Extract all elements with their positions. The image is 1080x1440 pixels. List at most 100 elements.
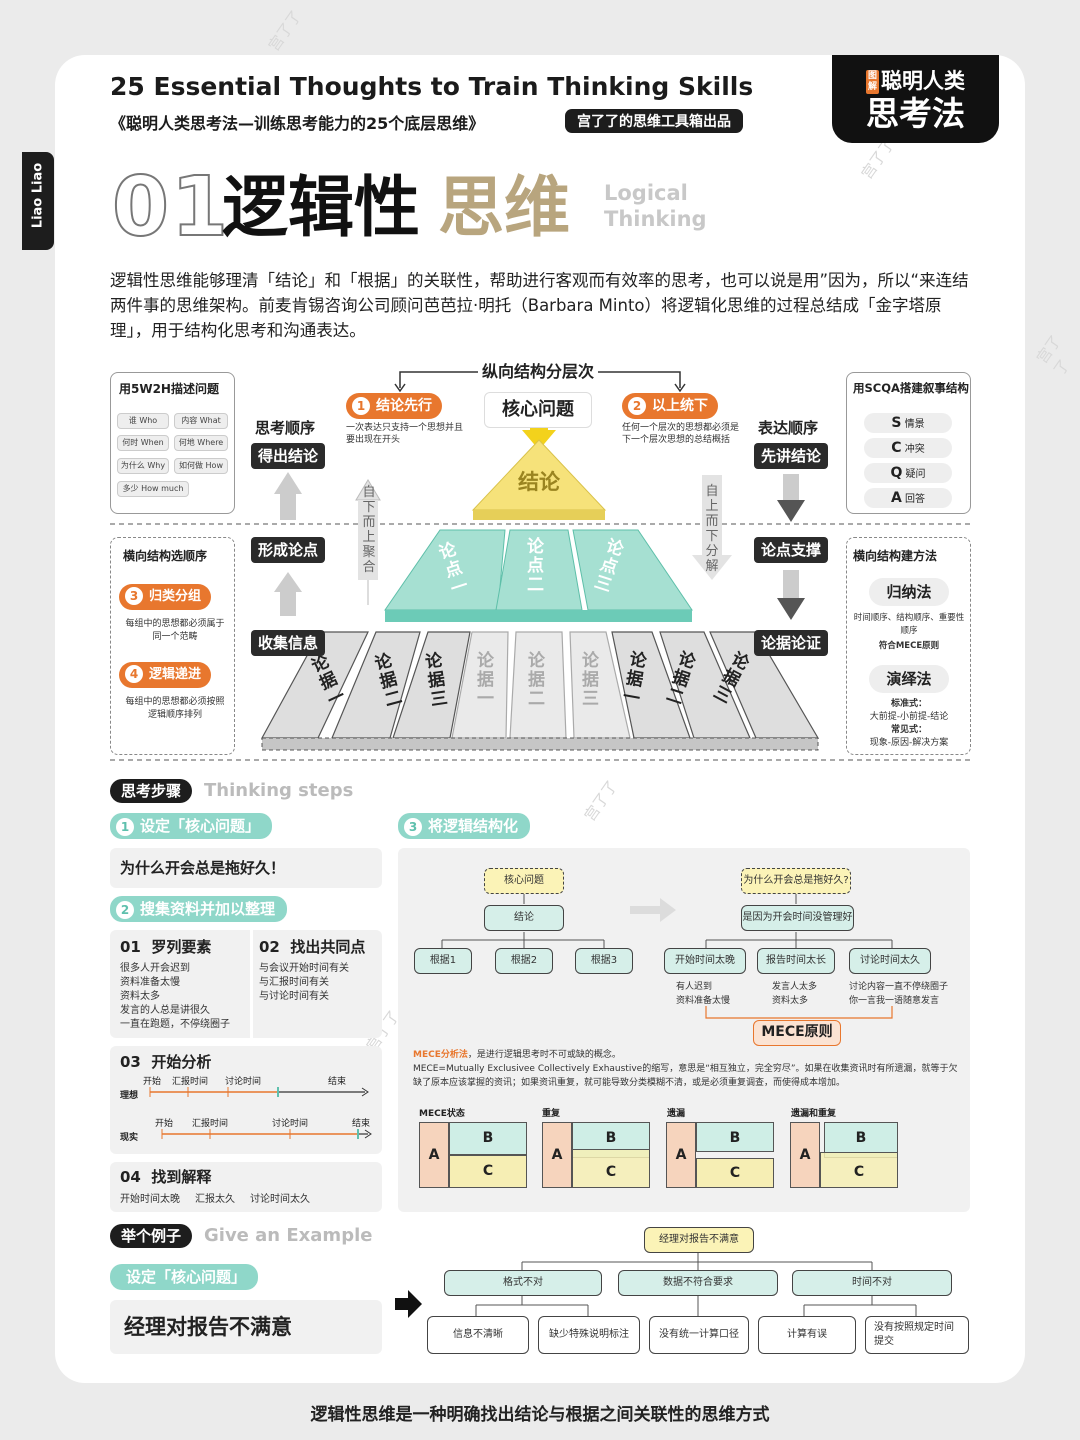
step3-label: 将逻辑结构化 [428,817,519,835]
box-5w2h: 用5W2H描述问题 谁 Who 内容 What 何时 When 何地 Where… [110,372,235,514]
method-induction: 归纳法 [869,578,949,606]
evidence-label: 论据一 [477,651,494,709]
scqa-a: A 回答 [864,488,952,508]
chip-what: 内容 What [174,413,228,429]
arrow-left-head [394,383,406,393]
scqa-value: 回答 [905,494,926,505]
mece-title: MECE分析法 [413,1050,468,1060]
list-item: 资料太多 [772,996,809,1006]
pyramid-top-base [473,510,605,520]
mece-a: A [790,1122,820,1188]
method2-line: 大前提-小前提-结论 [869,712,949,722]
think-step-3: 收集信息 [251,630,325,656]
card02-number: 02 [259,938,280,956]
tag4-description: 每组中的思想都必须按照逻辑顺序排列 [125,697,225,720]
step2-number: 2 [116,901,134,919]
title-cn: 《聪明人类思考法—训练思考能力的25个底层思维》 [110,114,485,133]
express-step-1: 先讲结论 [754,443,828,469]
express-arrow-head-2 [777,598,805,620]
think-arrow-shaft-2 [280,590,296,616]
tl-real-discuss: 讨论时间 [272,1119,309,1129]
chip-who: 谁 Who [117,413,169,429]
core-question-box: 核心问题 [484,392,592,428]
top-down-label: 自上而下分解 [705,484,719,574]
step-card-04: 04 找到解释 开始时间太晚 汇报太久 讨论时间太久 [110,1162,382,1212]
example-leaf-node: 缺少特殊说明标注 [538,1316,640,1354]
chip-why: 为什么 Why [117,458,169,474]
mece-b: B [449,1122,527,1155]
scqa-key: S [891,415,902,431]
mece-c: C [572,1149,650,1188]
mece-explanation: MECE分析法，是进行逻辑思考时不可或缺的概念。 MECE=Mutually E… [413,1048,958,1090]
tl-ideal-discuss: 讨论时间 [225,1077,262,1087]
tag-progression: 4 逻辑递进 [119,662,212,688]
example-leaf-node: 计算有误 [758,1316,856,1354]
timeline-graphic [149,1087,372,1139]
example-label: 举个例子 [110,1224,193,1248]
tl-ideal-start: 开始 [143,1077,162,1087]
tree-sub-3: 讨论内容一直不停绕圈子你一言我一语随意发言 [849,980,948,1008]
top-down-arrow [692,555,732,580]
mece-diagram-gap-overlap: A B C [790,1122,898,1188]
real-label: 现实 [120,1133,139,1143]
tag4-number: 4 [125,665,143,683]
example-core-question: 经理对报告不满意 [110,1300,382,1354]
vertical-structure-title: 纵向结构分层次 [478,358,599,382]
method1-desc2: 符合MECE原则 [878,641,940,651]
list-item: 与汇报时间有关 [259,977,329,988]
list-item: 汇报太久 [195,1194,235,1205]
tl-real-report: 汇报时间 [192,1119,229,1129]
tree-example-root: 讨论时间太久 [849,948,931,974]
step3-pill: 3 将逻辑结构化 [398,813,531,839]
tag2-number: 2 [628,397,646,415]
card03-label: 开始分析 [151,1053,212,1071]
title-tan: 思维 [438,169,570,246]
method2-desc: 标准式： 大前提-小前提-结论 常见式： 现象-原因-解决方案 [853,698,965,750]
list-item: 与会议开始时间有关 [259,963,349,974]
think-step-2: 形成论点 [251,537,325,563]
tag1-number: 1 [352,397,370,415]
method2-line: 标准式： [890,699,927,709]
list-item: 发言人太多 [772,982,818,992]
mece-c: C [696,1158,774,1188]
mece-diagram-state: A B C [419,1122,527,1188]
express-order-label: 表达顺序 [758,419,819,437]
intro-paragraph: 逻辑性思维能够理清「结论」和「根据」的关联性，帮助进行客观而有效率的思考，也可以… [110,271,969,340]
tag1-description: 一次表达只支持一个思想并且要出现在开头 [346,423,464,445]
scqa-value: 情景 [904,419,925,430]
tree-root: 根据3 [575,948,633,974]
mece-label: MECE原则 [753,1020,841,1046]
mece-a: A [666,1122,696,1188]
mece-text1: ，是进行逻辑思考时不可或缺的概念。 [467,1050,621,1060]
mece-c: C [820,1152,898,1188]
method-deduction: 演绎法 [869,665,949,693]
step1-question: 为什么开会总是拖好久！ [110,848,382,888]
publisher-pill: 宫了了的思维工具箱出品 [565,109,743,133]
express-step-3: 论据论证 [754,630,828,656]
scqa-q: Q 疑问 [864,463,952,483]
list-item: 资料太多 [120,991,160,1002]
card04-number: 04 [120,1168,141,1186]
box-5w2h-title: 用5W2H描述问题 [119,382,219,396]
step3-number: 3 [404,818,422,836]
box-methods: 横向结构建方法 归纳法 时间顺序、结构顺序、重要性顺序 符合MECE原则 演绎法… [846,537,971,755]
step-card-03: 03 开始分析 理想 现实 开始 汇报时间 讨论时间 结束 开始 汇报时间 讨论… [110,1046,382,1154]
mece-b: B [696,1122,774,1152]
tag3-number: 3 [125,587,143,605]
card01-list: 很多人开会迟到 资料准备太慢 资料太多 发言的人总是讲很久 一直在跑题，不停绕圈… [120,962,230,1032]
example-mid-node: 时间不对 [792,1270,952,1296]
pyramid-graphic [110,371,970,761]
tl-real-start: 开始 [155,1119,174,1129]
example-root-node: 经理对报告不满意 [644,1227,754,1253]
step2-label: 搜集资料并加以整理 [140,900,276,918]
chip-when: 何时 When [117,435,169,451]
badge-line1: 聪明人类 [881,69,965,93]
list-item: 讨论时间太久 [250,1194,310,1205]
example-leaf-node: 没有统一计算口径 [649,1316,749,1354]
list-item: 发言的人总是讲很久 [120,1005,210,1016]
tag4-label: 逻辑递进 [149,667,202,682]
scqa-s: S 情景 [864,413,952,433]
example-label-en: Give an Example [204,1225,373,1246]
example-tree-lines [395,1252,917,1318]
